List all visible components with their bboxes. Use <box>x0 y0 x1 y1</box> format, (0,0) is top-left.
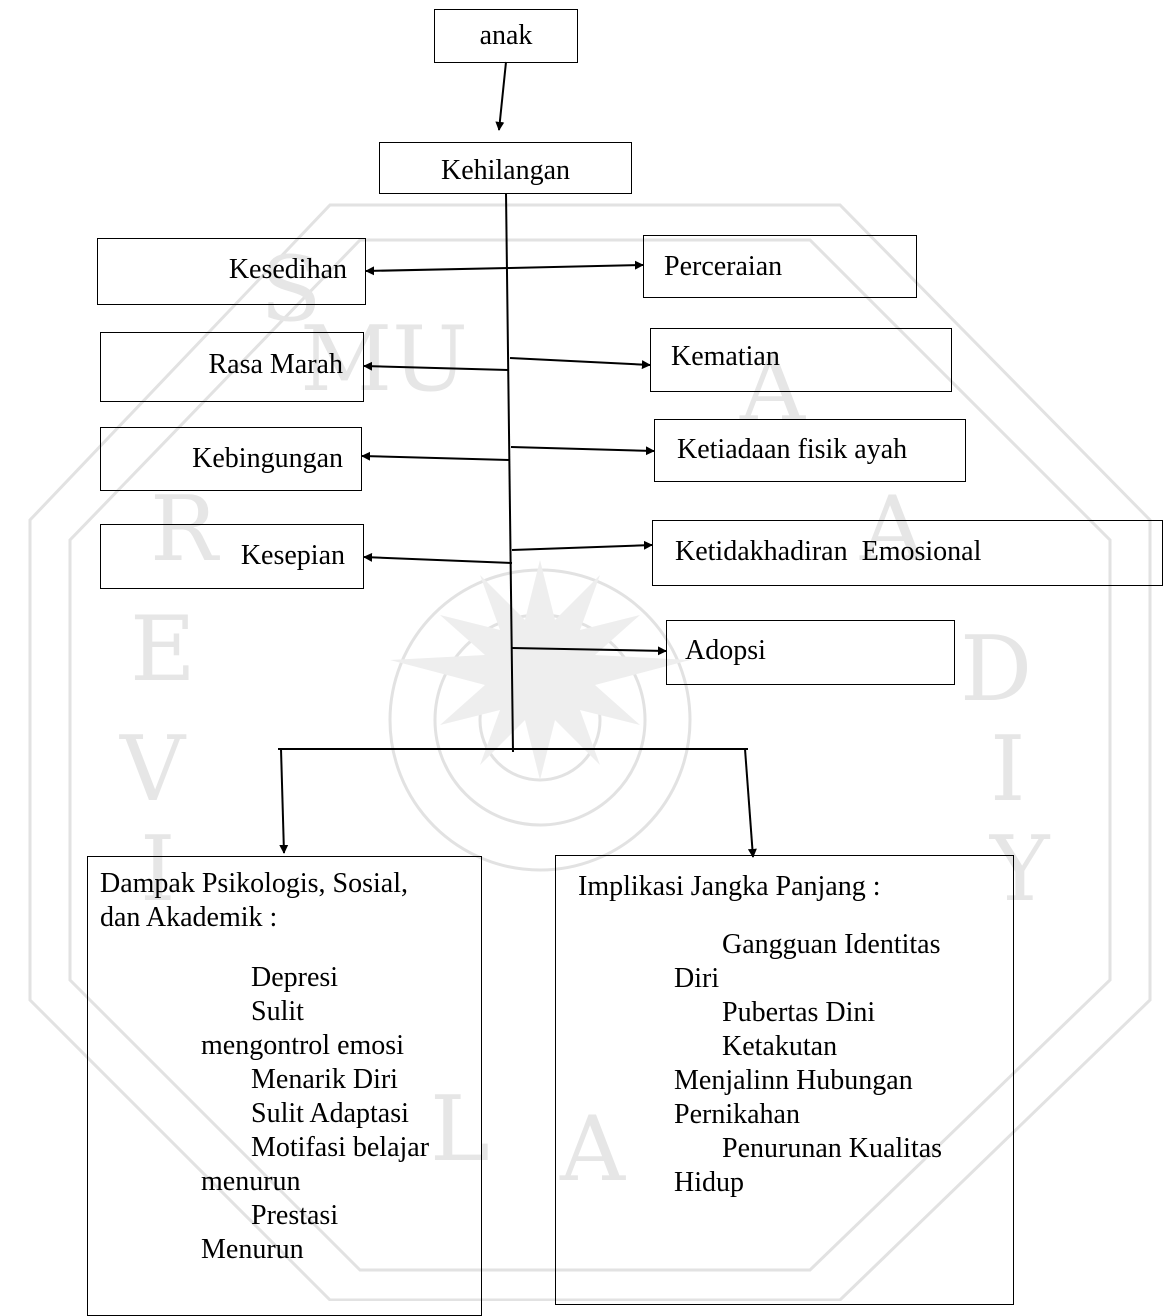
arrow-root-to-center <box>495 61 507 131</box>
arrow-to-kematian <box>509 357 651 370</box>
arrow-to-ketidakhadiran <box>511 540 653 551</box>
svg-text:R: R <box>150 477 220 582</box>
svg-text:Y: Y <box>988 817 1051 922</box>
node-rasa-marah-label: Rasa Marah <box>208 349 343 380</box>
svg-text:E: E <box>130 597 196 702</box>
impact-item: Depresi <box>251 962 339 993</box>
node-rasa-marah: Rasa Marah <box>100 332 364 402</box>
implication-item: Pubertas Dini <box>722 997 876 1028</box>
svg-text:L: L <box>430 1077 490 1182</box>
implication-heading: Implikasi Jangka Panjang : <box>578 871 881 902</box>
impact-item: Motifasi belajar <box>251 1132 430 1163</box>
arrow-to-implication <box>744 748 757 858</box>
node-kesedihan: Kesedihan <box>97 238 366 305</box>
node-adopsi-label: Adopsi <box>685 635 766 666</box>
node-kematian-label: Kematian <box>671 341 780 372</box>
implication-item: Diri <box>674 963 720 994</box>
svg-text:MU: MU <box>300 307 468 412</box>
node-kematian: Kematian <box>650 328 952 392</box>
impact-box: Dampak Psikologis, Sosial, dan Akademik … <box>87 856 482 1316</box>
impact-heading-2: dan Akademik : <box>100 902 278 933</box>
impact-item: Sulit <box>251 996 304 1027</box>
arrow-to-impact <box>279 748 289 854</box>
svg-text:V: V <box>119 717 187 822</box>
arrow-to-adopsi <box>511 646 667 656</box>
node-ketidakhadiran-emosional: Ketidakhadiran Emosional <box>652 520 1163 586</box>
node-kesepian-label: Kesepian <box>240 540 345 571</box>
trunk-line <box>505 192 514 753</box>
node-kehilangan-label: Kehilangan <box>440 155 571 186</box>
arrow-to-ketiadaan <box>510 446 655 456</box>
impact-item: Sulit Adaptasi <box>251 1098 409 1129</box>
node-kehilangan: Kehilangan <box>379 142 632 194</box>
node-kesepian: Kesepian <box>100 524 364 589</box>
arrow-to-kebingungan <box>361 451 511 461</box>
implication-item: Menjalinn Hubungan <box>674 1065 913 1096</box>
node-perceraian-label: Perceraian <box>664 251 783 282</box>
svg-text:I: I <box>140 817 176 922</box>
node-perceraian: Perceraian <box>643 235 917 298</box>
impact-heading-1: Dampak Psikologis, Sosial, <box>100 868 409 899</box>
implication-item: Penurunan Kualitas <box>722 1133 943 1164</box>
node-ketidakhadiran-label: Ketidakhadiran Emosional <box>675 536 982 567</box>
impact-item: Menarik Diri <box>251 1064 398 1095</box>
svg-text:I: I <box>990 717 1026 822</box>
impact-item: Menurun <box>201 1234 304 1265</box>
impact-item: Prestasi <box>251 1200 339 1231</box>
node-kebingungan: Kebingungan <box>100 427 362 491</box>
arrow-to-rasa-marah <box>363 361 509 371</box>
arrow-to-kesedihan <box>365 266 511 276</box>
arrow-to-perceraian <box>509 260 644 270</box>
svg-text:A: A <box>559 1097 626 1202</box>
svg-text:D: D <box>960 617 1032 722</box>
impact-item: menurun <box>201 1166 301 1197</box>
node-kesedihan-label: Kesedihan <box>228 254 347 285</box>
node-ketiadaan-fisik-ayah: Ketiadaan fisik ayah <box>654 419 966 482</box>
implication-item: Gangguan Identitas <box>722 929 941 960</box>
node-adopsi: Adopsi <box>666 620 955 685</box>
svg-text:A: A <box>739 337 806 442</box>
impact-item: mengontrol emosi <box>201 1030 404 1061</box>
implication-item: Ketakutan <box>722 1031 838 1062</box>
implication-item: Pernikahan <box>674 1099 800 1130</box>
node-anak: anak <box>434 9 578 63</box>
svg-text:A: A <box>859 477 926 582</box>
node-kebingungan-label: Kebingungan <box>192 443 343 474</box>
implication-item: Hidup <box>674 1167 744 1198</box>
node-anak-label: anak <box>479 20 533 51</box>
implication-box: Implikasi Jangka Panjang : Gangguan Iden… <box>555 855 1014 1305</box>
svg-text:S: S <box>260 237 322 342</box>
arrow-to-kesepian <box>363 552 513 564</box>
node-ketiadaan-label: Ketiadaan fisik ayah <box>677 434 908 465</box>
